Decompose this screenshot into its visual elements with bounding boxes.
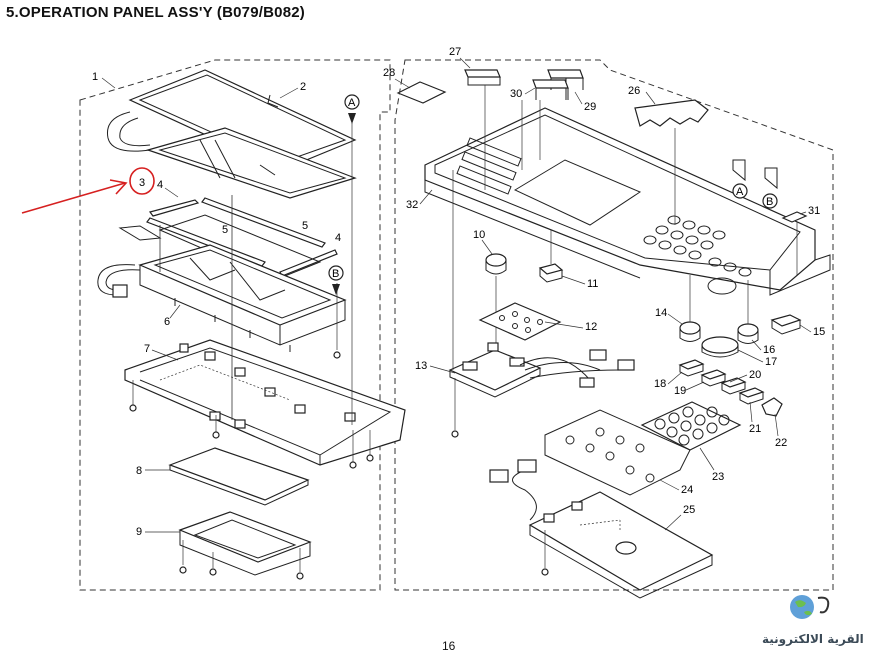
callout-26: 26 xyxy=(628,85,640,97)
part-28-sheet xyxy=(396,81,447,104)
callout-9: 9 xyxy=(136,526,142,538)
watermark-logo xyxy=(790,595,830,619)
annotation-circle xyxy=(129,167,155,195)
callout-16: 16 xyxy=(763,344,775,356)
page-number: 16 xyxy=(442,639,456,653)
part-25-main-board xyxy=(489,459,714,599)
callout-5a: 5 xyxy=(222,224,228,236)
callout-25: 25 xyxy=(683,504,695,516)
part-15-switch xyxy=(770,314,802,335)
part-32-panel-cover xyxy=(424,107,831,296)
callout-19: 19 xyxy=(674,385,686,397)
callout-21: 21 xyxy=(749,423,761,435)
callout-27: 27 xyxy=(449,46,461,58)
keypad-holes xyxy=(643,215,752,277)
callout-31: 31 xyxy=(808,205,820,217)
callout-7: 7 xyxy=(144,343,150,355)
callout-32: 32 xyxy=(406,199,418,211)
callout-13: 13 xyxy=(415,360,427,372)
reference-markers: A B A B xyxy=(328,94,778,295)
part-29-30-keys xyxy=(521,69,584,170)
part-26-cover-piece xyxy=(634,99,709,225)
part-9-bracket xyxy=(178,511,312,580)
part-6-lcd-module xyxy=(138,244,347,352)
callout-23: 23 xyxy=(712,471,724,483)
frame-screws xyxy=(129,380,374,469)
callout-30: 30 xyxy=(510,88,522,100)
screw-b-left xyxy=(333,283,341,359)
part-17-dial xyxy=(701,336,739,358)
callout-5b: 5 xyxy=(302,220,308,232)
callout-4b: 4 xyxy=(335,232,341,244)
part-7-frame xyxy=(124,339,406,466)
part-27-key xyxy=(464,69,501,190)
parts-18-22-buttons xyxy=(678,359,783,417)
part-24-membrane xyxy=(544,409,691,496)
part-4-strips xyxy=(146,197,338,277)
callout-14: 14 xyxy=(655,307,667,319)
callout-22: 22 xyxy=(775,437,787,449)
part-16-knob xyxy=(737,280,759,344)
ref-marker-b-left: B xyxy=(328,265,344,295)
ref-marker-b-right: B xyxy=(762,167,778,209)
svg-text:B: B xyxy=(332,268,339,280)
svg-text:A: A xyxy=(348,97,356,109)
callout-10: 10 xyxy=(473,229,485,241)
callout-8: 8 xyxy=(136,465,142,477)
part-23-keypad xyxy=(640,401,742,451)
callout-18: 18 xyxy=(654,378,666,390)
part-8-pcb xyxy=(168,447,310,506)
watermark-text: القرية الالكترونية xyxy=(762,632,864,646)
callout-29: 29 xyxy=(584,101,596,113)
svg-text:B: B xyxy=(766,196,773,208)
part-12-sheet xyxy=(478,302,562,341)
left-assembly-boundary xyxy=(79,59,391,591)
ref-marker-a-right: A xyxy=(732,159,748,199)
callout-1: 1 xyxy=(92,71,98,83)
callout-17: 17 xyxy=(765,356,777,368)
callout-11: 11 xyxy=(587,278,598,290)
svg-text:A: A xyxy=(736,186,744,198)
right-assembly-boundary xyxy=(394,59,834,591)
callout-15: 15 xyxy=(813,326,825,338)
part-11-switch xyxy=(538,230,564,283)
annotation-arrow xyxy=(21,182,126,214)
callout-28: 28 xyxy=(383,67,395,79)
part-31-tab xyxy=(781,211,808,223)
part-10-knob xyxy=(485,253,507,345)
ref-marker-a-left: A xyxy=(344,94,360,124)
red-annotation xyxy=(21,167,155,214)
callout-3: 3 xyxy=(139,177,145,189)
part-14-knob xyxy=(679,275,701,342)
page-title: 5.OPERATION PANEL ASS'Y (B079/B082) xyxy=(6,4,305,21)
callout-labels: 1 2 3 4 5 5 4 6 7 8 9 10 11 12 13 14 15 … xyxy=(92,46,825,538)
callout-6: 6 xyxy=(164,316,170,328)
part-3-lcd-sheet xyxy=(106,111,357,199)
callout-2: 2 xyxy=(300,81,306,93)
part-13-board xyxy=(448,342,635,438)
callout-24: 24 xyxy=(681,484,693,496)
callout-20: 20 xyxy=(749,369,761,381)
callout-12: 12 xyxy=(585,321,597,333)
callout-4a: 4 xyxy=(157,179,163,191)
